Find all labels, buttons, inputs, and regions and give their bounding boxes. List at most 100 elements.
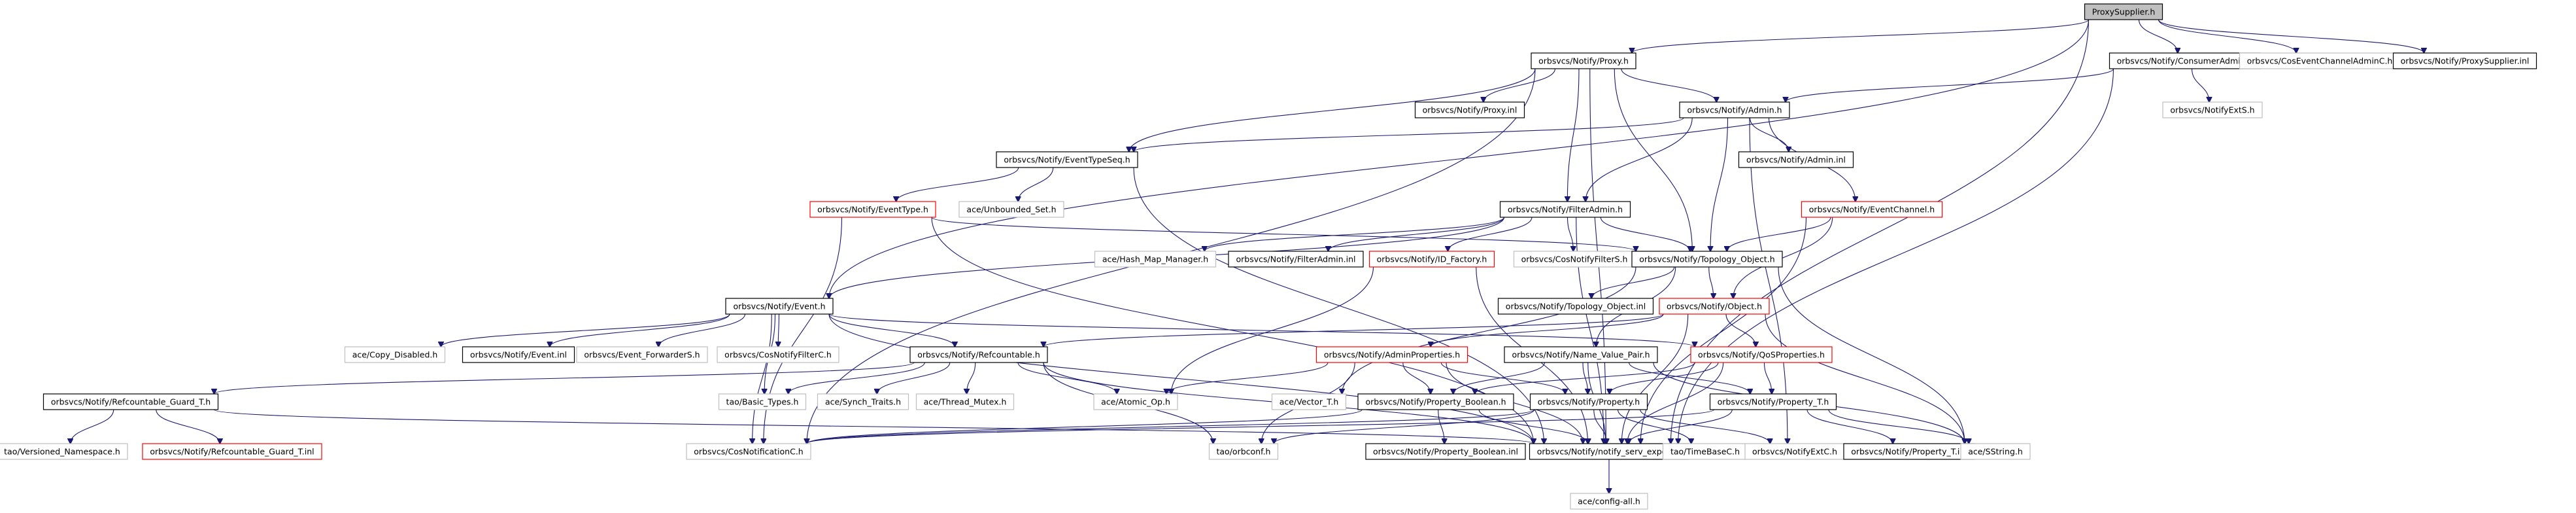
node-name_value_pair[interactable]: orbsvcs/Notify/Name_Value_Pair.h — [1504, 346, 1658, 363]
edge-property_t-to-property_t_inl — [1806, 409, 1893, 444]
edge-admin-to-eventtypeseq — [1134, 117, 1684, 152]
node-label: orbsvcs/NotifyExtS.h — [2170, 105, 2254, 115]
edge-eventtypeseq-to-notify_serv_export — [1133, 167, 1544, 444]
edge-proxy-to-filteradmin — [1567, 68, 1580, 202]
node-property_t[interactable]: orbsvcs/Notify/Property_T.h — [1709, 393, 1837, 410]
node-refcountable_guard_t[interactable]: orbsvcs/Notify/Refcountable_Guard_T.h — [42, 393, 219, 410]
node-box — [344, 346, 446, 363]
node-label: orbsvcs/Notify/EventType.h — [817, 205, 928, 215]
node-versioned_namespace: tao/Versioned_Namespace.h — [0, 443, 128, 460]
node-event[interactable]: orbsvcs/Notify/Event.h — [725, 298, 834, 315]
node-label: orbsvcs/Notify/Proxy.h — [1538, 56, 1629, 66]
node-coseventchanneladminc: orbsvcs/CosEventChannelAdminC.h — [2239, 52, 2401, 69]
edge-eventchannel-to-object — [1733, 217, 1833, 298]
edge-property_boolean-to-cosnotificationc — [807, 409, 1363, 444]
node-box — [1679, 101, 1790, 118]
edge-filteradmin-to-filteradmin_inl — [1328, 217, 1505, 251]
node-box — [1631, 251, 1783, 268]
edge-property_t-to-sstring — [1828, 409, 1969, 444]
node-admin[interactable]: orbsvcs/Notify/Admin.h — [1679, 101, 1790, 118]
node-qosproperties[interactable]: orbsvcs/Notify/QoSProperties.h — [1690, 346, 1833, 363]
node-topology_object_inl[interactable]: orbsvcs/Notify/Topology_Object.inl — [1497, 298, 1654, 315]
node-adminproperties[interactable]: orbsvcs/Notify/AdminProperties.h — [1315, 346, 1468, 363]
edge-proxy-to-proxy_inl — [1483, 68, 1556, 102]
edge-object-to-refcountable — [1043, 313, 1664, 347]
edge-consumeradmin-to-notifyexts — [2191, 68, 2209, 102]
edge-topology_object-to-object — [1708, 266, 1714, 298]
edge-object-to-sstring — [1765, 313, 1965, 444]
edge-property-to-cosnotificationc — [807, 409, 1535, 444]
edge-event-to-cosnotifyfilterc — [778, 313, 779, 347]
node-label: ace/Synch_Traits.h — [825, 397, 901, 407]
edge-event-to-event_forwarders — [658, 313, 746, 347]
node-property[interactable]: orbsvcs/Notify/Property.h — [1529, 393, 1648, 410]
edge-proxysupplier-to-coseventchanneladminc — [2158, 19, 2297, 53]
node-label: ace/Thread_Mutex.h — [924, 397, 1007, 407]
node-box — [996, 151, 1138, 168]
node-box — [0, 443, 128, 460]
node-box — [2162, 101, 2263, 118]
node-box — [1531, 52, 1636, 69]
node-atomic_op: ace/Atomic_Op.h — [1093, 393, 1178, 410]
node-event_inl[interactable]: orbsvcs/Notify/Event.inl — [462, 346, 575, 363]
edge-name_value_pair-to-property_t — [1628, 362, 1750, 394]
node-eventtypeseq[interactable]: orbsvcs/Notify/EventTypeSeq.h — [996, 151, 1138, 168]
edge-event-to-refcountable — [828, 313, 955, 347]
node-box — [1271, 393, 1347, 410]
node-box — [1659, 298, 1770, 315]
node-cosnotificationc: orbsvcs/CosNotificationC.h — [686, 443, 811, 460]
edge-topology_object-to-topology_object_inl — [1591, 266, 1675, 298]
edge-adminproperties-to-atomic_op — [1166, 362, 1329, 394]
node-property_t_inl[interactable]: orbsvcs/Notify/Property_T.inl — [1843, 443, 1975, 460]
node-id_factory[interactable]: orbsvcs/Notify/ID_Factory.h — [1368, 251, 1495, 268]
edge-proxysupplier-to-notify_serv_export — [1670, 19, 2090, 444]
node-refcountable[interactable]: orbsvcs/Notify/Refcountable.h — [909, 346, 1048, 363]
node-orbconf: tao/orbconf.h — [1208, 443, 1279, 460]
node-property_boolean[interactable]: orbsvcs/Notify/Property_Boolean.h — [1357, 393, 1514, 410]
node-box — [2239, 52, 2401, 69]
node-box — [1960, 443, 2031, 460]
node-box — [1744, 443, 1845, 460]
node-proxy_inl[interactable]: orbsvcs/Notify/Proxy.inl — [1414, 101, 1525, 118]
node-label: ace/Copy_Disabled.h — [352, 350, 438, 360]
edge-adminproperties-to-notify_serv_export — [1446, 362, 1583, 444]
node-label: orbsvcs/Notify/FilterAdmin.h — [1508, 205, 1623, 215]
node-object[interactable]: orbsvcs/Notify/Object.h — [1659, 298, 1770, 315]
node-eventtype[interactable]: orbsvcs/Notify/EventType.h — [809, 201, 936, 218]
edge-filteradmin-to-cosnotifyfilters — [1567, 217, 1574, 251]
edge-proxysupplier-to-consumeradmin — [2138, 19, 2178, 53]
node-consumeradmin[interactable]: orbsvcs/Notify/ConsumerAdmin.h — [2109, 52, 2262, 69]
edge-event-to-cosnotificationc — [753, 313, 772, 444]
node-box — [1368, 251, 1495, 268]
node-topology_object[interactable]: orbsvcs/Notify/Topology_Object.h — [1631, 251, 1783, 268]
node-label: orbsvcs/Notify/Event.h — [733, 302, 825, 311]
node-event_forwarders: orbsvcs/Event_ForwarderS.h — [576, 346, 708, 363]
node-proxysupplier_inl[interactable]: orbsvcs/Notify/ProxySupplier.inl — [2392, 52, 2537, 69]
edge-qosproperties-to-property_boolean — [1475, 362, 1695, 394]
node-notify_serv_export[interactable]: orbsvcs/Notify/notify_serv_export.h — [1529, 443, 1689, 460]
node-box — [2109, 52, 2262, 69]
node-layer: ProxySupplier.h orbsvcs/Notify/Proxy.h orb… — [0, 3, 2537, 510]
node-label: orbsvcs/Notify/notify_serv_export.h — [1537, 447, 1682, 457]
node-filteradmin_inl[interactable]: orbsvcs/Notify/FilterAdmin.inl — [1228, 251, 1364, 268]
node-refcountable_guard_t_inl[interactable]: orbsvcs/Notify/Refcountable_Guard_T.inl — [142, 443, 322, 460]
node-box — [2084, 3, 2163, 20]
node-box — [725, 298, 834, 315]
node-proxy[interactable]: orbsvcs/Notify/Proxy.h — [1531, 52, 1636, 69]
edge-proxysupplier-to-event — [829, 19, 2090, 298]
node-label: orbsvcs/Event_ForwarderS.h — [584, 350, 700, 360]
edge-proxysupplier-to-proxysupplier_inl — [2158, 19, 2424, 53]
node-filteradmin[interactable]: orbsvcs/Notify/FilterAdmin.h — [1499, 201, 1631, 218]
edge-property-to-timebasec — [1617, 409, 1691, 444]
node-notifyexts: orbsvcs/NotifyExtS.h — [2162, 101, 2263, 118]
node-box — [1365, 443, 1526, 460]
node-property_boolean_inl[interactable]: orbsvcs/Notify/Property_Boolean.inl — [1365, 443, 1526, 460]
node-label: orbsvcs/NotifyExtC.h — [1752, 447, 1837, 457]
node-label: orbsvcs/CosNotificationC.h — [694, 447, 803, 457]
node-proxysupplier[interactable]: ProxySupplier.h — [2084, 3, 2163, 20]
node-eventchannel[interactable]: orbsvcs/Notify/EventChannel.h — [1801, 201, 1943, 218]
node-label: orbsvcs/Notify/Proxy.inl — [1423, 105, 1517, 115]
node-admin_inl[interactable]: orbsvcs/Notify/Admin.inl — [1738, 151, 1854, 168]
node-label: tao/Versioned_Namespace.h — [4, 447, 120, 457]
node-unbounded_set: ace/Unbounded_Set.h — [958, 201, 1064, 218]
